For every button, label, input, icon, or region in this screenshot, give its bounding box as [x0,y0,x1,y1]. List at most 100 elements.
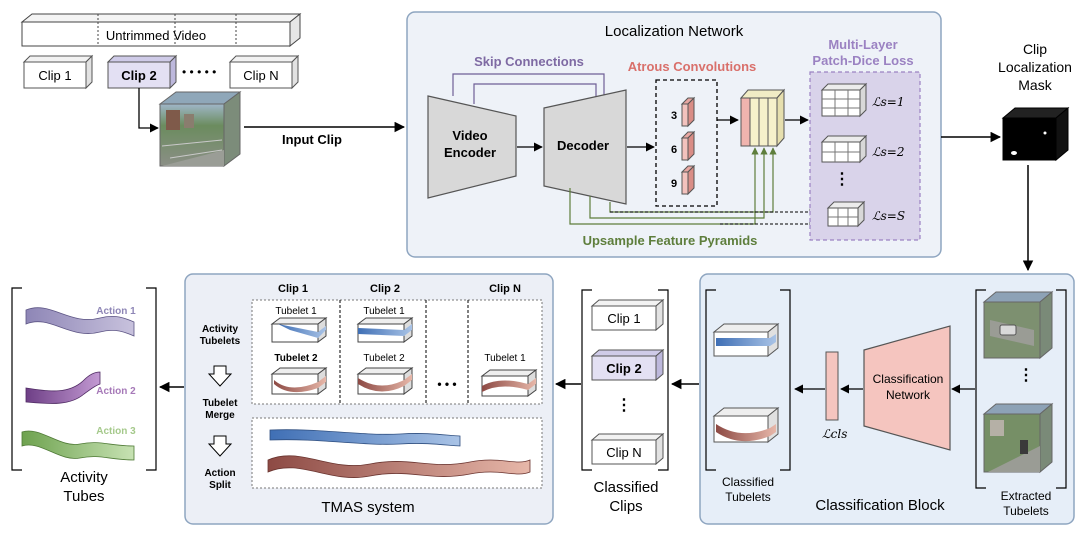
clip1-tubelet2-box [270,367,328,395]
video-encoder-label-2: Encoder [444,145,496,160]
loss-grid-1 [820,82,868,118]
action-2-label: Action 2 [96,386,136,397]
activity-tubes-bracket [11,287,157,471]
classification-network-block: Classification Network [863,325,951,451]
merged-tubes-area [251,417,543,489]
clip1-tubelet2-label: Tubelet 2 [274,353,318,364]
classified-clips-vertical-ellipsis: ⋮ [616,397,632,414]
extracted-tubelets-bracket [975,289,1067,489]
input-clip-label: Input Clip [282,132,342,147]
skip-connections-label: Skip Connections [474,54,584,69]
action-3-label: Action 3 [96,426,136,437]
clip-2-label: Clip 2 [121,68,156,83]
clip2-tubelet1-label: Tubelet 1 [363,306,405,317]
tmas-clip2-header: Clip 2 [370,283,400,295]
decoder-block: Decoder [543,89,627,205]
multi-layer-label-1: Multi-Layer [828,37,897,52]
feature-pyramid-stack [739,88,786,148]
clipn-tubelet1-box [480,369,538,397]
top-clips-ellipsis: • • • • • [182,65,216,79]
action-split-label-2: Split [209,480,231,491]
classified-tubelet-brown [712,406,780,444]
upsample-path-1 [569,147,759,225]
action-split-label-1: Action [204,468,235,479]
upsample-path-2 [589,147,768,219]
clip2-to-frame-arrow [138,88,159,133]
split-down-arrow-icon [207,435,233,457]
tmas-clips-ellipsis: • • • [437,377,456,391]
clip-localization-mask: Clip Localization Mask [998,41,1072,162]
clip-n-box: Clip N [228,54,300,90]
activity-tubelets-label-1: Activity [202,324,239,335]
atrous-convolutions-label: Atrous Convolutions [628,59,757,74]
activity-tubelets-label-2: Tubelets [200,336,241,347]
classification-block-title: Classification Block [815,497,945,514]
clip-1-box: Clip 1 [22,54,94,90]
classified-clip-1: Clip 1 [590,298,665,332]
classification-network-label-1: Classification [873,372,944,386]
tubelet-merge-label-2: Merge [205,410,235,421]
atrous-rate-9: 9 [671,178,677,190]
action-3-tube: Action 3 [21,426,136,461]
clip2-tubelet2-label: Tubelet 2 [363,353,405,364]
loss-s2-label: ℒs=2 [872,145,905,159]
clip2-tubelet2-box [356,367,414,395]
action-1-label: Action 1 [96,306,136,317]
extracted-tubelet-1 [982,290,1054,360]
classified-clips-bracket [581,289,669,471]
clip-2-box: Clip 2 [106,54,178,90]
mask-label-1: Clip [1023,41,1047,57]
classified-clip-n: Clip N [590,432,665,466]
atrous-convolutions-box: 3 6 9 [655,79,718,207]
untrimmed-video-bar: Untrimmed Video [20,12,302,48]
tmas-clip1-header: Clip 1 [278,283,308,295]
classified-clip-2: Clip 2 [590,348,665,382]
video-encoder-block: Video Encoder [427,95,517,199]
tmas-clipn-header: Clip N [489,283,521,295]
loss-vertical-ellipsis: ⋮ [834,171,850,188]
multi-layer-label-2: Patch-Dice Loss [812,53,913,68]
classified-clip-2-label: Clip 2 [606,361,641,376]
extracted-tubelets-label-1: Extracted [1001,489,1052,503]
tmas-system-title: TMAS system [321,499,414,516]
classified-tubelet-blue [712,322,780,358]
atrous-rate-6: 6 [671,144,677,156]
classified-clip-n-label: Clip N [606,445,641,460]
localization-network-title: Localization Network [605,23,744,40]
extracted-tubelet-2 [982,402,1054,474]
clip2-tubelet1-box [356,317,414,343]
skip-connection-outer [452,73,608,105]
cls-loss-bar: ℒcls [822,351,847,441]
loss-grid-2 [820,134,868,164]
clip-n-label: Clip N [243,68,278,83]
skip-connection-inner [473,83,600,105]
mask-label-3: Mask [1018,77,1052,93]
clipn-tubelet1-label: Tubelet 1 [484,353,526,364]
clip1-tubelet1-box [270,317,328,343]
action-1-tube: Action 1 [25,306,136,337]
decoder-label: Decoder [557,138,609,153]
input-clip-frames [158,91,242,167]
classification-network-label-2: Network [886,388,931,402]
clip-1-label: Clip 1 [38,68,71,83]
localization-network-panel: Localization Network [406,11,942,258]
activity-tubes-label-2: Tubes [63,488,104,505]
classified-tubelets-label-1: Classified [722,475,774,489]
loss-ss-label: ℒs=S [872,209,905,223]
multi-layer-loss-panel: ℒs=1 ℒs=2 ⋮ ℒs=S [809,71,921,241]
video-encoder-label-1: Video [452,128,487,143]
classified-tubelets-label-2: Tubelets [725,490,771,504]
extracted-vertical-ellipsis: ⋮ [1018,367,1034,384]
classified-clips-label-2: Clips [609,498,642,515]
clip1-tubelet1-label: Tubelet 1 [275,306,317,317]
extracted-tubelets-label-2: Tubelets [1003,504,1049,518]
upsample-label: Upsample Feature Pyramids [583,233,758,248]
tubelet-merge-label-1: Tubelet [203,398,238,409]
untrimmed-video-label: Untrimmed Video [106,28,206,43]
atrous-rate-3: 3 [671,110,677,122]
classified-clip-1-label: Clip 1 [607,311,640,326]
action-2-tube: Action 2 [25,371,136,404]
merge-down-arrow-icon [207,365,233,387]
classified-clips-label-1: Classified [593,479,658,496]
